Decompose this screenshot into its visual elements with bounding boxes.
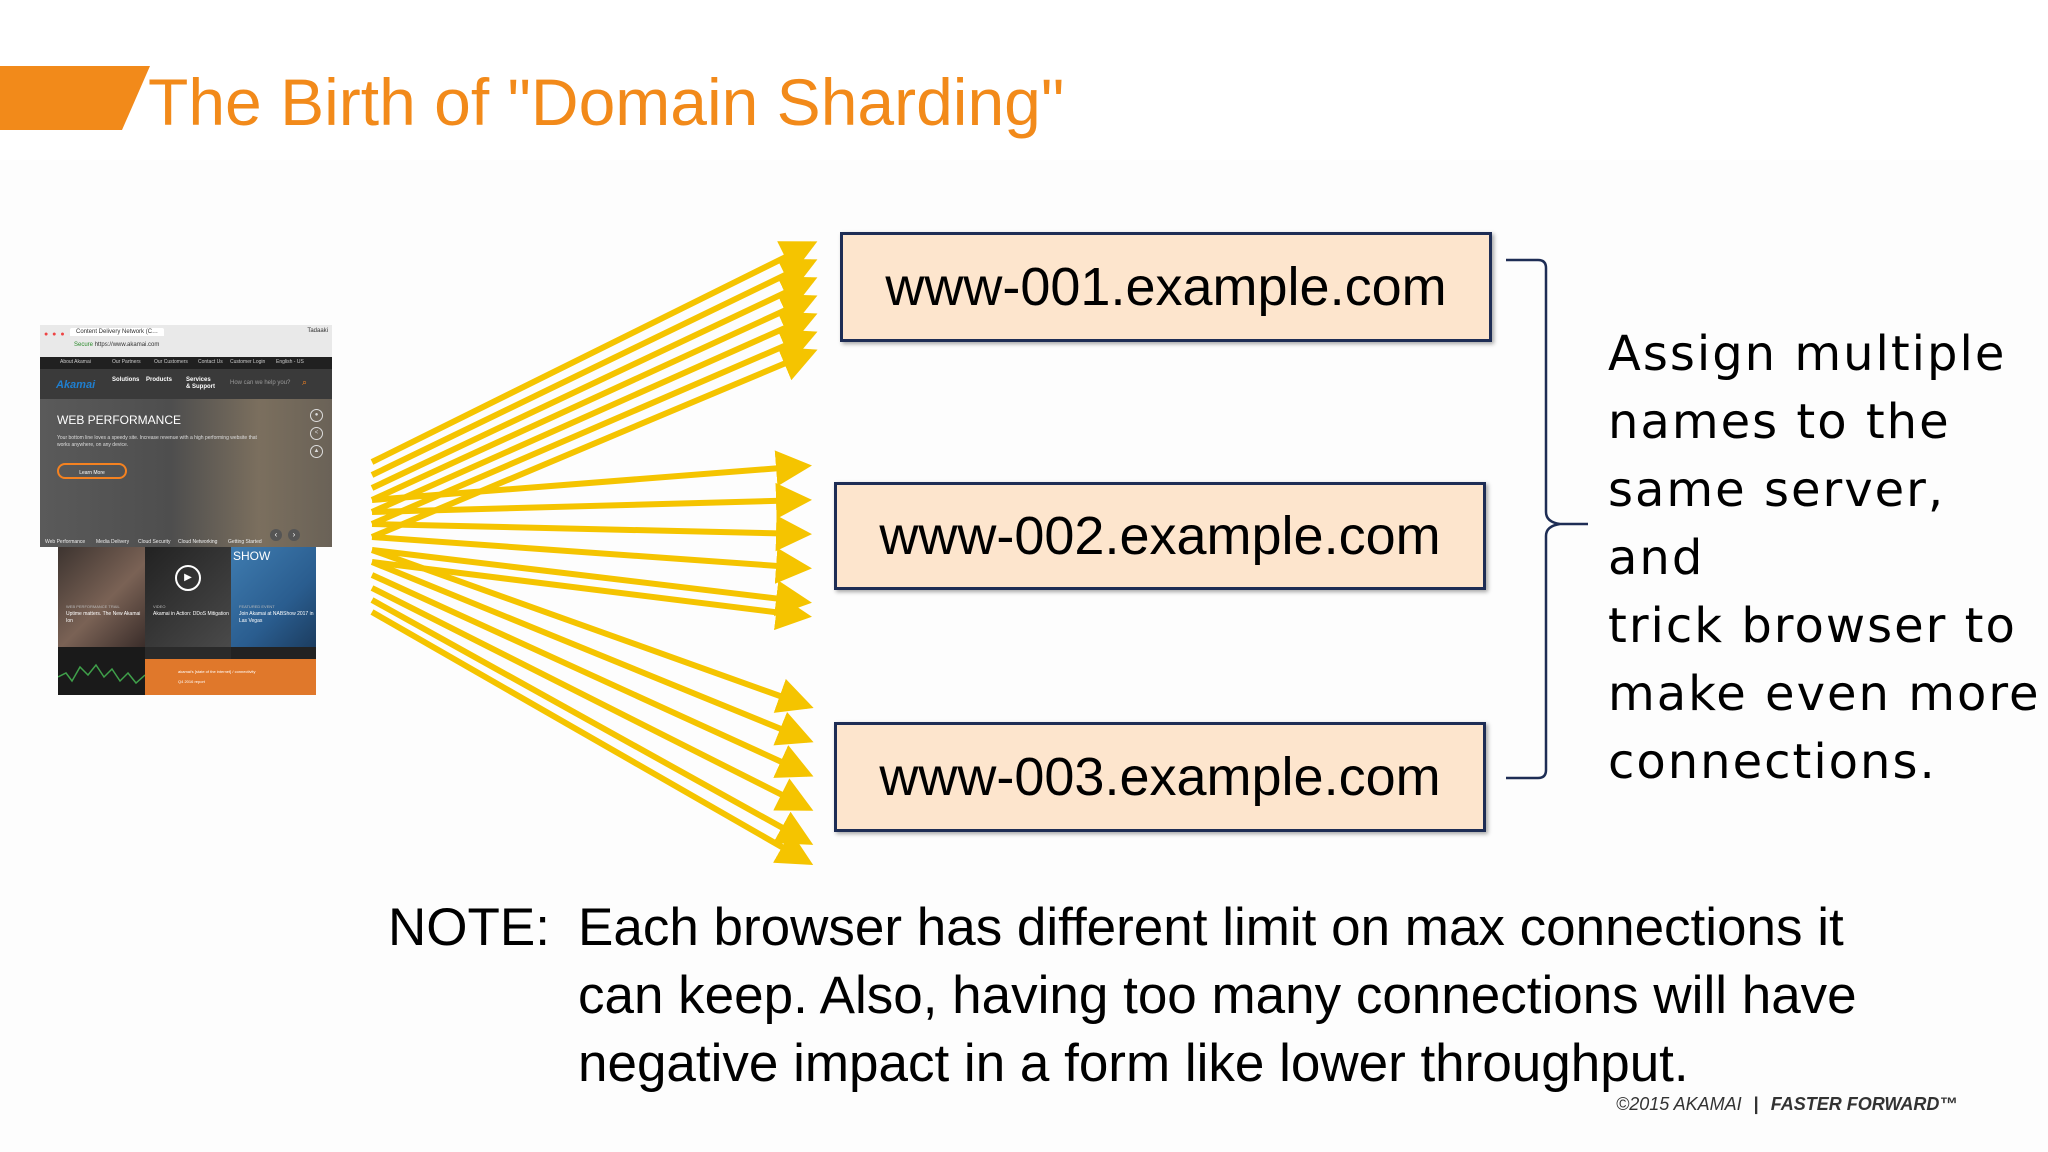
footer-tagline: FASTER FORWARD™ — [1770, 1094, 1958, 1114]
window-controls-icon: ● ● ● — [44, 331, 66, 338]
connection-arrow — [370, 258, 818, 478]
connection-arrow — [370, 585, 814, 811]
url-text: https://www.akamai.com — [94, 342, 160, 348]
tile-text: Uptime matters. The New Akamai Ion — [66, 611, 141, 624]
connection-arrow — [371, 559, 812, 631]
title-accent-bar — [0, 66, 150, 130]
note-label: NOTE: — [388, 898, 550, 957]
thumbnail-url: Secure https://www.akamai.com — [74, 342, 159, 348]
top-nav-item: Customer Login — [230, 359, 266, 365]
nav-solutions: Solutions — [112, 377, 140, 383]
domain-box-003: www-003.example.com — [834, 722, 1486, 832]
thumbnail-user: Tadaaki — [307, 328, 328, 334]
connection-arrow — [370, 311, 818, 515]
hero-text: Your bottom line loves a speedy site. In… — [57, 435, 257, 448]
secure-label: Secure — [74, 342, 94, 348]
thumbnail-tab: Content Delivery Network (C… — [70, 328, 165, 336]
hero-title: WEB PERFORMANCE — [57, 413, 182, 427]
connection-arrow — [370, 276, 818, 491]
hero-tab: Cloud Security — [138, 539, 171, 545]
soti-text: akamai's [state of the internet] / conne… — [178, 667, 255, 687]
akamai-logo: Akamai — [56, 379, 96, 391]
website-thumbnail: ● ● ● Content Delivery Network (C… Tadaa… — [40, 325, 332, 695]
description-line: make even more — [1608, 666, 2041, 722]
thumbnail-top-nav: About Akamai Our Partners Our Customers … — [40, 357, 332, 369]
thumbnail-browser-window: ● ● ● Content Delivery Network (C… Tadaa… — [40, 325, 332, 547]
show-text: SHOW — [233, 549, 271, 563]
connection-arrow — [371, 515, 812, 552]
connection-arrow — [370, 559, 814, 746]
top-nav-item: English - US — [276, 359, 304, 365]
search-circle-icon: ● — [310, 409, 323, 422]
description-line: names to the — [1608, 394, 1951, 450]
connection-arrow — [371, 482, 812, 519]
tile-kicker: FEATURED EVENT — [239, 604, 275, 609]
thumbnail-nav-bar: Akamai Solutions Products Services & Sup… — [40, 369, 332, 399]
tile-kicker: VIDEO — [153, 604, 166, 609]
connection-arrow — [370, 241, 818, 465]
tile-caption: WEB PERFORMANCE TRAIL Uptime matters. The… — [66, 603, 145, 625]
top-nav-item: About Akamai — [60, 359, 91, 365]
search-icon: ⌕ — [302, 377, 308, 387]
thumbnail-tiles: WEB PERFORMANCE TRAIL Uptime matters. The… — [57, 547, 316, 695]
footer-separator: | — [1753, 1094, 1759, 1114]
soti-line: akamai's [state of the internet] / conne… — [178, 669, 256, 674]
stock-chart-icon — [57, 663, 146, 685]
stock-chart-tile — [57, 647, 146, 695]
connection-arrow — [371, 547, 812, 617]
footer: ©2015 AKAMAI | FASTER FORWARD™ — [1616, 1094, 1957, 1115]
carousel-prev-icon: ‹ — [270, 529, 282, 541]
connection-arrow — [370, 609, 814, 865]
thumbnail-search: How can we help you? — [230, 380, 291, 386]
connection-arrow — [370, 547, 814, 713]
share-icon: < — [310, 427, 323, 440]
domain-box-002: www-002.example.com — [834, 482, 1486, 590]
tile-event: SHOW FEATURED EVENT Join Akamai at NABSho… — [231, 547, 316, 647]
hero-tab: Media Delivery — [96, 539, 130, 545]
hero-tab: Getting Started — [228, 539, 262, 545]
note-line: can keep. Also, having too many connecti… — [578, 966, 1857, 1025]
top-nav-item: Our Partners — [112, 359, 141, 365]
connection-arrow — [370, 294, 818, 503]
footer-copyright: ©2015 AKAMAI — [1616, 1094, 1742, 1114]
connection-arrow — [370, 572, 814, 778]
hero-tab: Cloud Networking — [178, 539, 218, 545]
connection-arrow — [371, 450, 812, 503]
soti-line: Q4 2016 report — [178, 679, 205, 684]
carousel-next-icon: › — [288, 529, 300, 541]
tile-caption: VIDEO Akamai in Action: DDoS Mitigation — [153, 603, 229, 618]
user-icon: ▲ — [310, 445, 323, 458]
nav-products: Products — [146, 377, 173, 383]
tile-video: ▶ VIDEO Akamai in Action: DDoS Mitigation — [145, 547, 231, 647]
thumbnail-hero: WEB PERFORMANCE Your bottom line loves a… — [40, 399, 332, 547]
description-line: Assign multiple — [1608, 326, 2007, 382]
description-line: same server, and — [1608, 462, 1946, 586]
connection-arrow — [371, 534, 812, 584]
slide-title: The Birth of "Domain Sharding" — [148, 65, 1065, 139]
tile-caption: FEATURED EVENT Join Akamai at NABShow 201… — [239, 603, 316, 625]
note-line: negative impact in a form like lower thr… — [578, 1034, 1689, 1093]
description-line: trick browser to — [1608, 598, 2017, 654]
top-nav-item: Our Customers — [154, 359, 188, 365]
tile-text: Akamai in Action: DDoS Mitigation — [153, 611, 229, 617]
tile-performance: WEB PERFORMANCE TRAIL Uptime matters. The… — [58, 547, 145, 647]
tile-text: Join Akamai at NABShow 2017 in Las Vegas — [239, 611, 314, 624]
play-icon: ▶ — [175, 565, 201, 591]
top-nav-item: Contact Us — [198, 359, 223, 365]
connection-arrow — [370, 347, 818, 540]
nav-services: Services & Support — [186, 377, 215, 390]
description-text: Assign multiple names to the same server… — [1608, 320, 2048, 796]
learn-more-button: Learn More — [57, 463, 127, 479]
note-line: Each browser has different limit on max … — [578, 898, 1844, 957]
connection-arrow — [370, 597, 814, 845]
description-line: connections. — [1608, 734, 1937, 790]
tile-kicker: WEB PERFORMANCE TRAIL — [66, 604, 120, 609]
soti-tile — [145, 659, 316, 695]
domain-box-001: www-001.example.com — [840, 232, 1492, 342]
hero-tab: Web Performance — [45, 539, 86, 545]
